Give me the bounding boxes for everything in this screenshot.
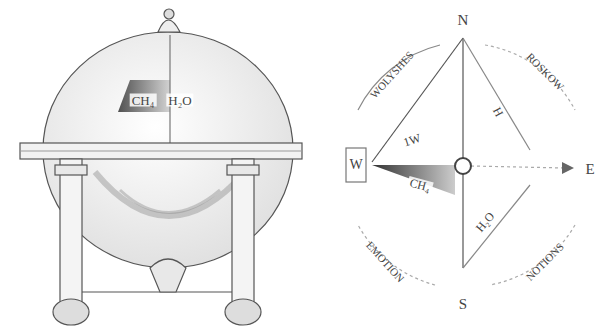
compass-card [346, 38, 575, 285]
formula-label: H₂O [166, 94, 193, 107]
compass-point: N [458, 13, 469, 28]
compass-point: W [349, 158, 362, 172]
arc-label: ROSKOW [524, 51, 565, 92]
formula-label: CH₄ [130, 94, 157, 107]
arc-label: NOTIONS [524, 241, 566, 283]
arm-label: 1W [400, 131, 424, 149]
arc-label: WOLYSHES [368, 49, 416, 100]
glass-globe [20, 9, 302, 325]
arc-label: EMOTION [364, 239, 406, 284]
arm-label: H₂O [472, 208, 498, 235]
compass-point: S [459, 297, 467, 312]
compass-point: E [585, 162, 594, 177]
